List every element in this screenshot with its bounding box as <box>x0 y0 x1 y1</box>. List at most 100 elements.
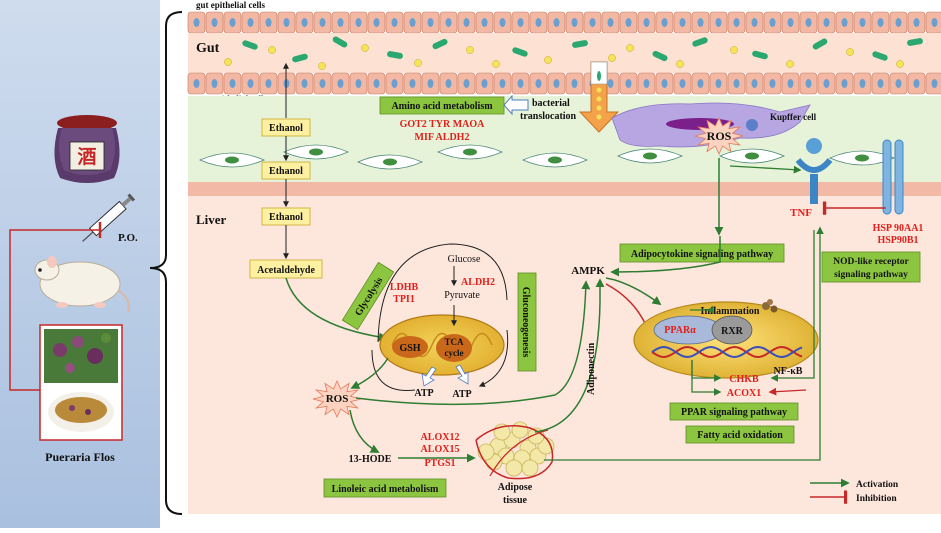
gut-epithelium-top <box>187 11 941 34</box>
hollow-arrow-left <box>503 94 529 116</box>
blood-vessel <box>489 429 549 477</box>
atp-label-2: ATP <box>452 389 471 400</box>
bacterium-coccus <box>318 62 326 70</box>
ppar-pathway-label: PPAR signaling pathway <box>681 407 787 418</box>
ptgs1-label: PTGS1 <box>424 458 455 469</box>
cell-nucleus <box>571 79 578 88</box>
pueraria-photo <box>39 324 123 441</box>
cell-nucleus <box>769 18 776 27</box>
alox12-label: ALOX12 <box>421 432 460 443</box>
atp-label-1: ATP <box>414 388 433 399</box>
cell-nucleus <box>661 79 668 88</box>
gluconeogenesis-box <box>517 272 537 372</box>
liver-region <box>188 196 941 514</box>
cell-nucleus <box>877 79 884 88</box>
bacterium-coccus <box>730 46 738 54</box>
cell-nucleus <box>895 18 902 27</box>
ppar-nucleus: Inflammation PPARα RXR <box>633 299 819 379</box>
ldhb-label: LDHB <box>390 282 419 293</box>
cell-nucleus <box>769 79 776 88</box>
acox1-label: ACOX1 <box>727 388 761 399</box>
bacterium <box>512 47 528 57</box>
cell-nucleus <box>697 79 704 88</box>
bacterium <box>387 51 403 59</box>
nod-box <box>821 251 921 283</box>
wine-jar-icon: 酒 <box>54 115 120 183</box>
cell-nucleus <box>193 79 200 88</box>
blood-vessel <box>475 425 554 480</box>
cell-nucleus <box>265 79 272 88</box>
syringe-icon <box>82 193 136 242</box>
cell-nucleus <box>625 18 632 27</box>
cell-nucleus <box>409 79 416 88</box>
cell-nucleus <box>391 79 398 88</box>
pyruvate-label: Pyruvate <box>444 290 480 301</box>
cell-nucleus <box>319 18 326 27</box>
cell-nucleus <box>211 18 218 27</box>
linoleic-label: Linoleic acid metabolism <box>332 484 439 495</box>
cell-nucleus <box>499 79 506 88</box>
bacterium <box>812 38 828 50</box>
bacterium-coccus <box>268 46 276 54</box>
adiponectin-label: Adiponectin <box>586 342 597 395</box>
hepatocyte-nucleus <box>225 156 239 164</box>
bacterium <box>432 38 448 50</box>
cell-nucleus <box>481 18 488 27</box>
adipose-label-1: Adipose <box>498 482 533 493</box>
adipocytokine-label: Adipocytokine signaling pathway <box>631 249 773 260</box>
cell-nucleus <box>517 18 524 27</box>
cell-nucleus <box>823 18 830 27</box>
cell-nucleus <box>859 18 866 27</box>
bacterium-coccus <box>626 44 634 52</box>
legend-inhibition: Inhibition <box>856 494 897 504</box>
nfkb-label: NF-κB <box>774 366 803 377</box>
acetaldehyde-label: Acetaldehyde <box>257 265 315 276</box>
cell-nucleus <box>247 79 254 88</box>
fat-cell <box>505 459 523 477</box>
gut-label: Gut <box>196 41 220 56</box>
cell-nucleus <box>463 18 470 27</box>
cell-nucleus <box>913 79 920 88</box>
translocation-label: translocation <box>520 111 577 122</box>
hepatocyte-nucleus <box>383 158 397 166</box>
cell-nucleus <box>373 18 380 27</box>
bacterium-coccus <box>466 46 474 54</box>
cell-nucleus <box>337 79 344 88</box>
nod-label-1: NOD-like receptor <box>833 257 909 267</box>
adipose-tissue-icon <box>475 421 555 480</box>
ethanol-chain: Ethanol Ethanol Ethanol Acetaldehyde <box>249 62 388 342</box>
hsp90aa1-label: HSP 90AA1 <box>873 223 924 234</box>
cell-nucleus <box>427 18 434 27</box>
linoleic-box <box>323 478 447 498</box>
adipose-label-2: tissue <box>503 495 527 506</box>
cell-nucleus <box>877 18 884 27</box>
tca-label-1: TCA <box>444 337 464 347</box>
cell-nucleus <box>481 79 488 88</box>
bacterium-coccus <box>224 58 232 66</box>
bacterium <box>292 53 308 63</box>
cell-nucleus <box>229 79 236 88</box>
cell-nucleus <box>895 79 902 88</box>
translocation-arrow <box>578 61 620 133</box>
cell-nucleus <box>553 18 560 27</box>
liver-label: Liver <box>196 212 227 227</box>
cell-nucleus <box>733 18 740 27</box>
cell-nucleus <box>391 18 398 27</box>
cell-nucleus <box>499 18 506 27</box>
left-panel: 酒 P.O. <box>0 0 160 528</box>
cell-nucleus <box>589 18 596 27</box>
bacterium-coccus <box>896 60 904 68</box>
cell-nucleus <box>283 18 290 27</box>
cell-nucleus <box>409 18 416 27</box>
cell-nucleus <box>643 79 650 88</box>
alox15-label: ALOX15 <box>421 444 460 455</box>
fat-cell <box>511 421 529 439</box>
hepatocyte-nucleus <box>548 156 562 164</box>
ppar-alpha-label: PPARα <box>664 325 696 336</box>
jar-char: 酒 <box>77 146 96 168</box>
cell-nucleus <box>571 18 578 27</box>
cell-nucleus <box>715 79 722 88</box>
fatty-acid-box <box>685 425 795 444</box>
